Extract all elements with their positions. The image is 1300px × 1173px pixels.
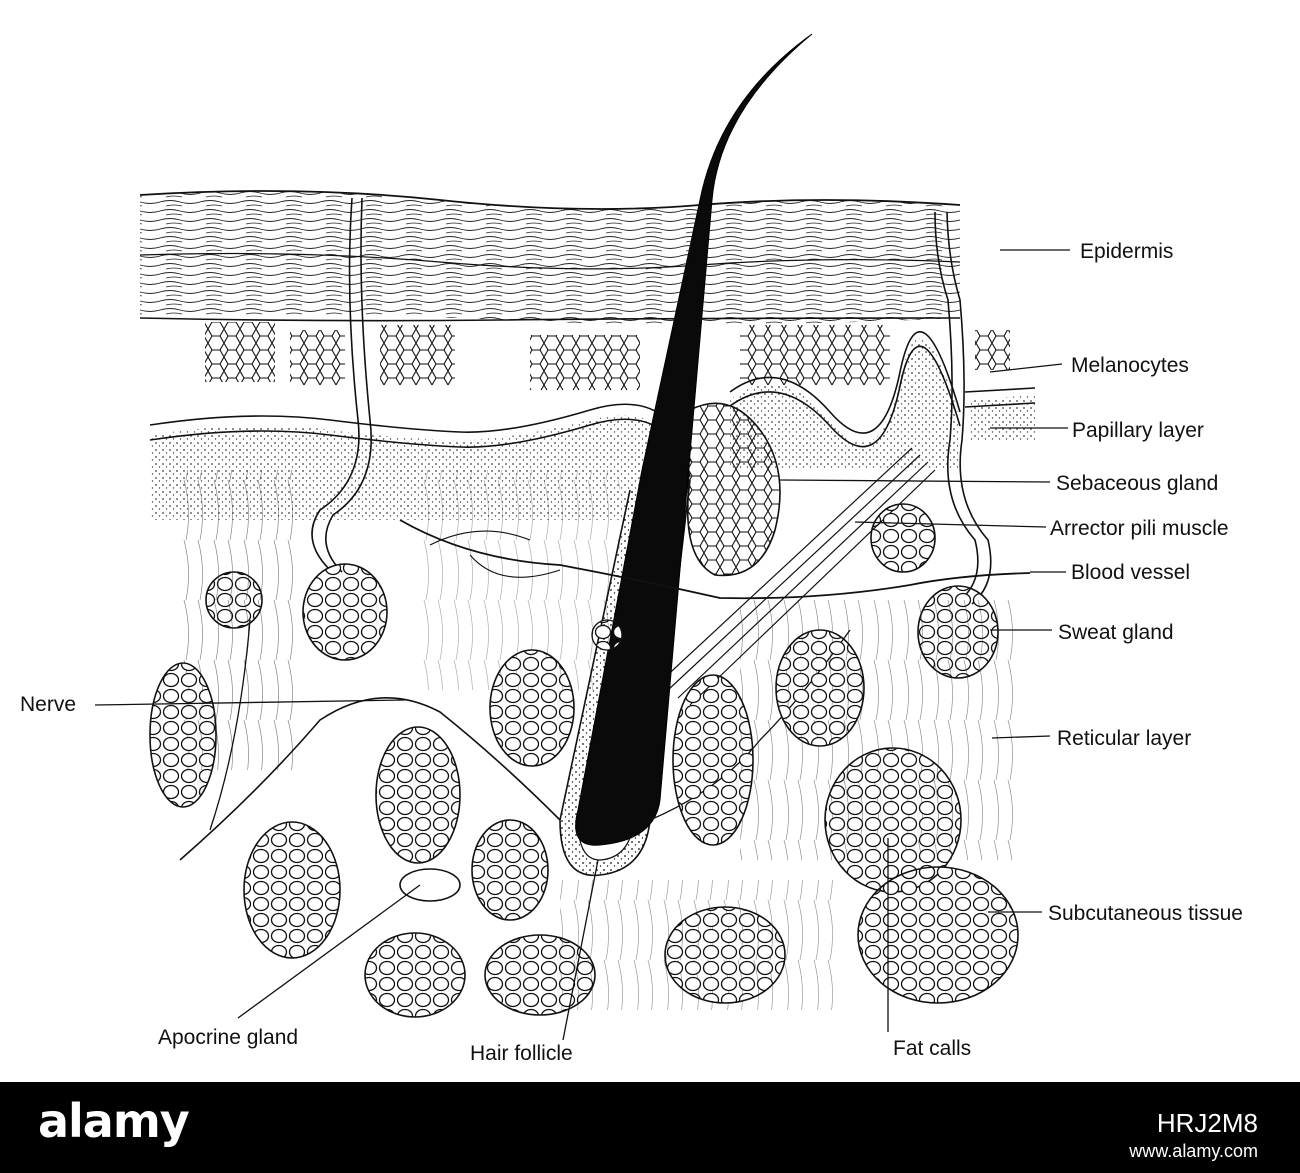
label-papillary-layer: Papillary layer bbox=[1072, 420, 1204, 441]
label-reticular-layer: Reticular layer bbox=[1057, 728, 1191, 749]
apocrine-gland bbox=[376, 727, 460, 901]
label-hair-follicle: Hair follicle bbox=[470, 1043, 573, 1064]
melanocyte-clusters bbox=[205, 322, 1010, 390]
label-sebaceous-gland: Sebaceous gland bbox=[1056, 473, 1218, 494]
watermark-logo: alamy bbox=[38, 1098, 189, 1144]
sweat-gland-left bbox=[303, 564, 387, 660]
label-nerve: Nerve bbox=[20, 694, 76, 715]
label-fat-calls: Fat calls bbox=[893, 1038, 971, 1059]
watermark-image-id: HRJ2M8 bbox=[1157, 1110, 1258, 1136]
watermark-bar bbox=[0, 1082, 1300, 1173]
watermark-url: www.alamy.com bbox=[1129, 1142, 1258, 1160]
label-apocrine-gland: Apocrine gland bbox=[158, 1027, 298, 1048]
leader-sebaceous-gland bbox=[780, 480, 1050, 482]
label-sweat-gland: Sweat gland bbox=[1058, 622, 1174, 643]
label-melanocytes: Melanocytes bbox=[1071, 355, 1189, 376]
label-subcutaneous-tissue: Subcutaneous tissue bbox=[1048, 903, 1243, 924]
epidermis-layer bbox=[140, 191, 960, 325]
label-arrector-pili-muscle: Arrector pili muscle bbox=[1050, 518, 1229, 539]
label-epidermis: Epidermis bbox=[1080, 241, 1173, 262]
label-blood-vessel: Blood vessel bbox=[1071, 562, 1190, 583]
